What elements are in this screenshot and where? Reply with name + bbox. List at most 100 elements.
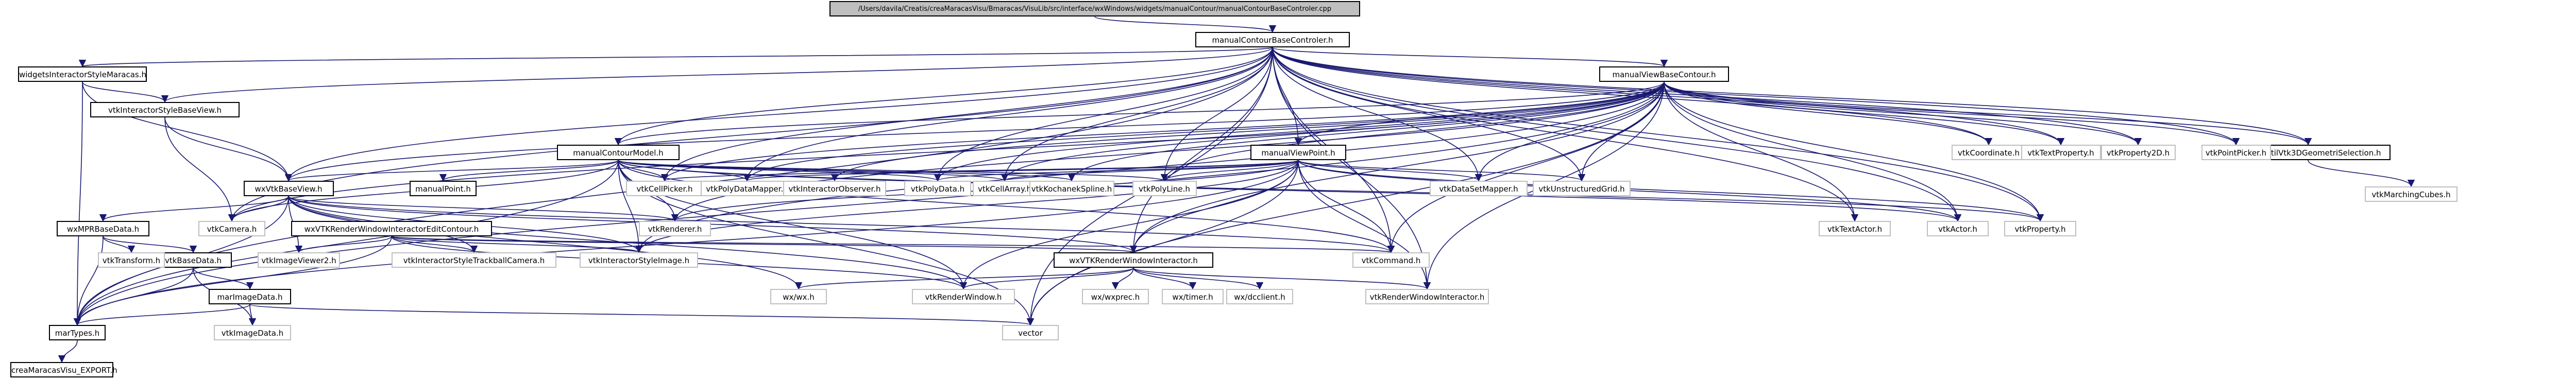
node-mcubes: vtkMarchingCubes.h <box>2365 186 2458 202</box>
edge-mcm-to-martypes <box>73 160 619 326</box>
edge-marimg-to-vector <box>249 304 1034 326</box>
node-vtktrans: vtkTransform.h <box>98 252 165 268</box>
node-vector: vector <box>1002 325 1059 340</box>
edge-mcbch-to-wism <box>79 47 1273 67</box>
node-mp[interactable]: manualPoint.h <box>410 181 477 196</box>
node-vistyle[interactable]: vtkInteractorStyleBaseView.h <box>90 102 240 117</box>
node-vtkprop2d: vtkProperty2D.h <box>2100 145 2176 160</box>
edge-mvbc-to-vtkactor <box>1664 81 1962 222</box>
edge-wxrwiec-to-vtkistc <box>391 236 478 253</box>
edge-mcbch-to-vtkprop <box>1272 47 2044 222</box>
edge-marimg-to-vtkimg <box>248 304 257 326</box>
node-wxdc: wx/dcclient.h <box>1226 289 1293 304</box>
edge-wxvtkbv-to-vtkren <box>288 196 679 222</box>
edge-mcbch-to-vtkpp <box>1272 47 2240 146</box>
node-wxvtkbv[interactable]: wxVtkBaseView.h <box>243 181 334 196</box>
edge-wism-to-vistyle <box>82 81 169 103</box>
edge-wxrwiec-to-vtkcmd <box>391 236 1394 253</box>
edge-mcbch-to-vtkcp <box>660 47 1273 182</box>
edge-wxmpr-to-vtkbd <box>103 236 197 253</box>
node-vtkprop: vtkProperty.h <box>2004 221 2076 236</box>
edge-mvbc-to-wu3d <box>1664 81 2312 146</box>
node-marimg[interactable]: marImageData.h <box>209 289 291 304</box>
node-vtktextactor: vtkTextActor.h <box>1819 221 1891 236</box>
edge-mvp-to-vector <box>1026 160 1299 326</box>
edge-mcbch-to-wxvtkbv <box>284 47 1273 182</box>
edge-mvp-to-vtkrw <box>959 160 1299 290</box>
node-mcbch[interactable]: manualContourBaseControler.h <box>1195 32 1350 47</box>
node-martypes[interactable]: marTypes.h <box>49 325 106 340</box>
edge-vistyle-to-wxvtkbv <box>164 117 293 182</box>
edge-mvp-to-vtkpl <box>1160 160 1299 182</box>
node-vtkistc: vtkInteractorStyleTrackballCamera.h <box>392 252 556 268</box>
node-mvp[interactable]: manualViewPoint.h <box>1250 145 1346 160</box>
node-vtkdsm: vtkDataSetMapper.h <box>1430 181 1528 196</box>
node-root[interactable]: /Users/davila/Creatis/creaMaracasVisu/Bm… <box>829 1 1360 16</box>
node-vtkks: vtkKochanekSpline.h <box>1029 181 1114 196</box>
edge-wu3d-to-mcubes <box>2308 160 2415 187</box>
node-vtkcmd: vtkCommand.h <box>1352 252 1430 268</box>
node-mvbc[interactable]: manualViewBaseContour.h <box>1599 66 1729 82</box>
edge-mcbch-to-vtkactor <box>1272 47 1962 222</box>
edge-mcbch-to-vtkca <box>1001 47 1273 182</box>
edge-wxvtkrwi-to-wxglrec <box>1111 267 1134 290</box>
node-vtkis: vtkInteractorStyleImage.h <box>580 252 698 268</box>
edge-mcm-to-vtkpl <box>618 160 1168 182</box>
node-wxmpr[interactable]: wxMPRBaseData.h <box>57 221 149 236</box>
edge-mvp-to-vtkug <box>1298 160 1585 182</box>
node-vtkiv2: vtkImageViewer2.h <box>258 252 340 268</box>
edge-wxvtkbv-to-vtkcam <box>228 196 289 222</box>
edge-mvp-to-vtkcmd <box>1298 160 1395 253</box>
edge-mvbc-to-vtkpdm <box>743 81 1665 182</box>
node-wxtimer: wx/timer.h <box>1162 289 1224 304</box>
edge-mvp-to-vtkprop <box>1298 160 2044 222</box>
edge-mcm-to-mp <box>439 160 619 182</box>
node-vtkpd: vtkPolyData.h <box>904 181 971 196</box>
edge-mvp-to-vtkdsm <box>1298 160 1482 182</box>
edge-mvbc-to-vtkcmd <box>1387 81 1665 253</box>
edge-wxvtkrwi-to-vtkrwi <box>1133 267 1431 290</box>
edge-mvp-to-vtkca <box>1001 160 1299 182</box>
node-crea[interactable]: creaMaracasVisu_EXPORT.h <box>10 362 117 377</box>
edge-mcbch-to-vtkpl <box>1160 47 1273 182</box>
node-vtkrw: vtkRenderWindow.h <box>912 289 1015 304</box>
edge-mvbc-to-wxvtkrwi <box>1129 81 1665 253</box>
edge-mvbc-to-vtkpd <box>934 81 1665 182</box>
edge-wxmpr-to-martypes <box>73 236 104 326</box>
edge-mcbch-to-vtktextactor <box>1272 47 1859 222</box>
edge-wism-to-martypes <box>73 81 83 326</box>
edge-mvbc-to-wxvtkbv <box>285 81 1665 182</box>
node-vtkrwi: vtkRenderWindowInteractor.h <box>1365 289 1489 304</box>
edge-mvbc-to-martypes <box>73 81 1665 326</box>
edge-mvbc-to-mcm <box>615 81 1665 146</box>
edge-wxmpr-to-vtktrans <box>103 236 135 253</box>
node-wxwx: wx/wx.h <box>770 289 827 304</box>
edge-wxvtkbv-to-wxvtkrwi <box>288 196 1137 253</box>
node-wism[interactable]: widgetsInteractorStyleMaracas.h <box>18 66 147 82</box>
edge-mvp-to-vtkpdm <box>743 160 1299 182</box>
edge-mvbc-to-vtkcoord <box>1664 81 1993 146</box>
node-vtkpp: vtkPointPicker.h <box>2201 145 2271 160</box>
edge-mcm-to-vtkis <box>618 160 643 253</box>
edge-wxvtkbv-to-wxmpr <box>99 196 289 222</box>
edge-wxrwiec-to-martypes <box>73 236 392 326</box>
edge-mcbch-to-vtkdsm <box>1272 47 1483 182</box>
edge-mcm-to-vtkprop <box>618 160 2044 222</box>
edge-mvbc-to-vtkdsm <box>1475 81 1665 182</box>
edge-mvbc-to-vtkprop <box>1664 81 2044 222</box>
edge-wxvtkbv-to-wxwx <box>288 196 803 290</box>
node-wxrwiec[interactable]: wxVTKRenderWindowInteractorEditContour.h <box>291 221 492 236</box>
node-vtkcam: vtkCamera.h <box>198 221 265 236</box>
node-vtkbd[interactable]: vtkBaseData.h <box>155 252 232 268</box>
edge-mvbc-to-vtkpp <box>1664 81 2240 146</box>
node-wxvtkrwi[interactable]: wxVTKRenderWindowInteractor.h <box>1054 252 1213 268</box>
edge-mcm-to-wxvtkbv <box>285 160 619 182</box>
edge-wxrwiec-to-wxvtkrwi <box>391 236 1137 253</box>
edge-mcbch-to-mcm <box>614 47 1273 146</box>
node-mcm[interactable]: manualContourModel.h <box>557 145 680 160</box>
node-vtkpdm: vtkPolyDataMapper.h <box>701 181 793 196</box>
edge-mcbch-to-mvbc <box>1272 47 1668 67</box>
node-vtkcp: vtkCellPicker.h <box>626 181 703 196</box>
node-vtkio: vtkInteractorObserver.h <box>783 181 886 196</box>
